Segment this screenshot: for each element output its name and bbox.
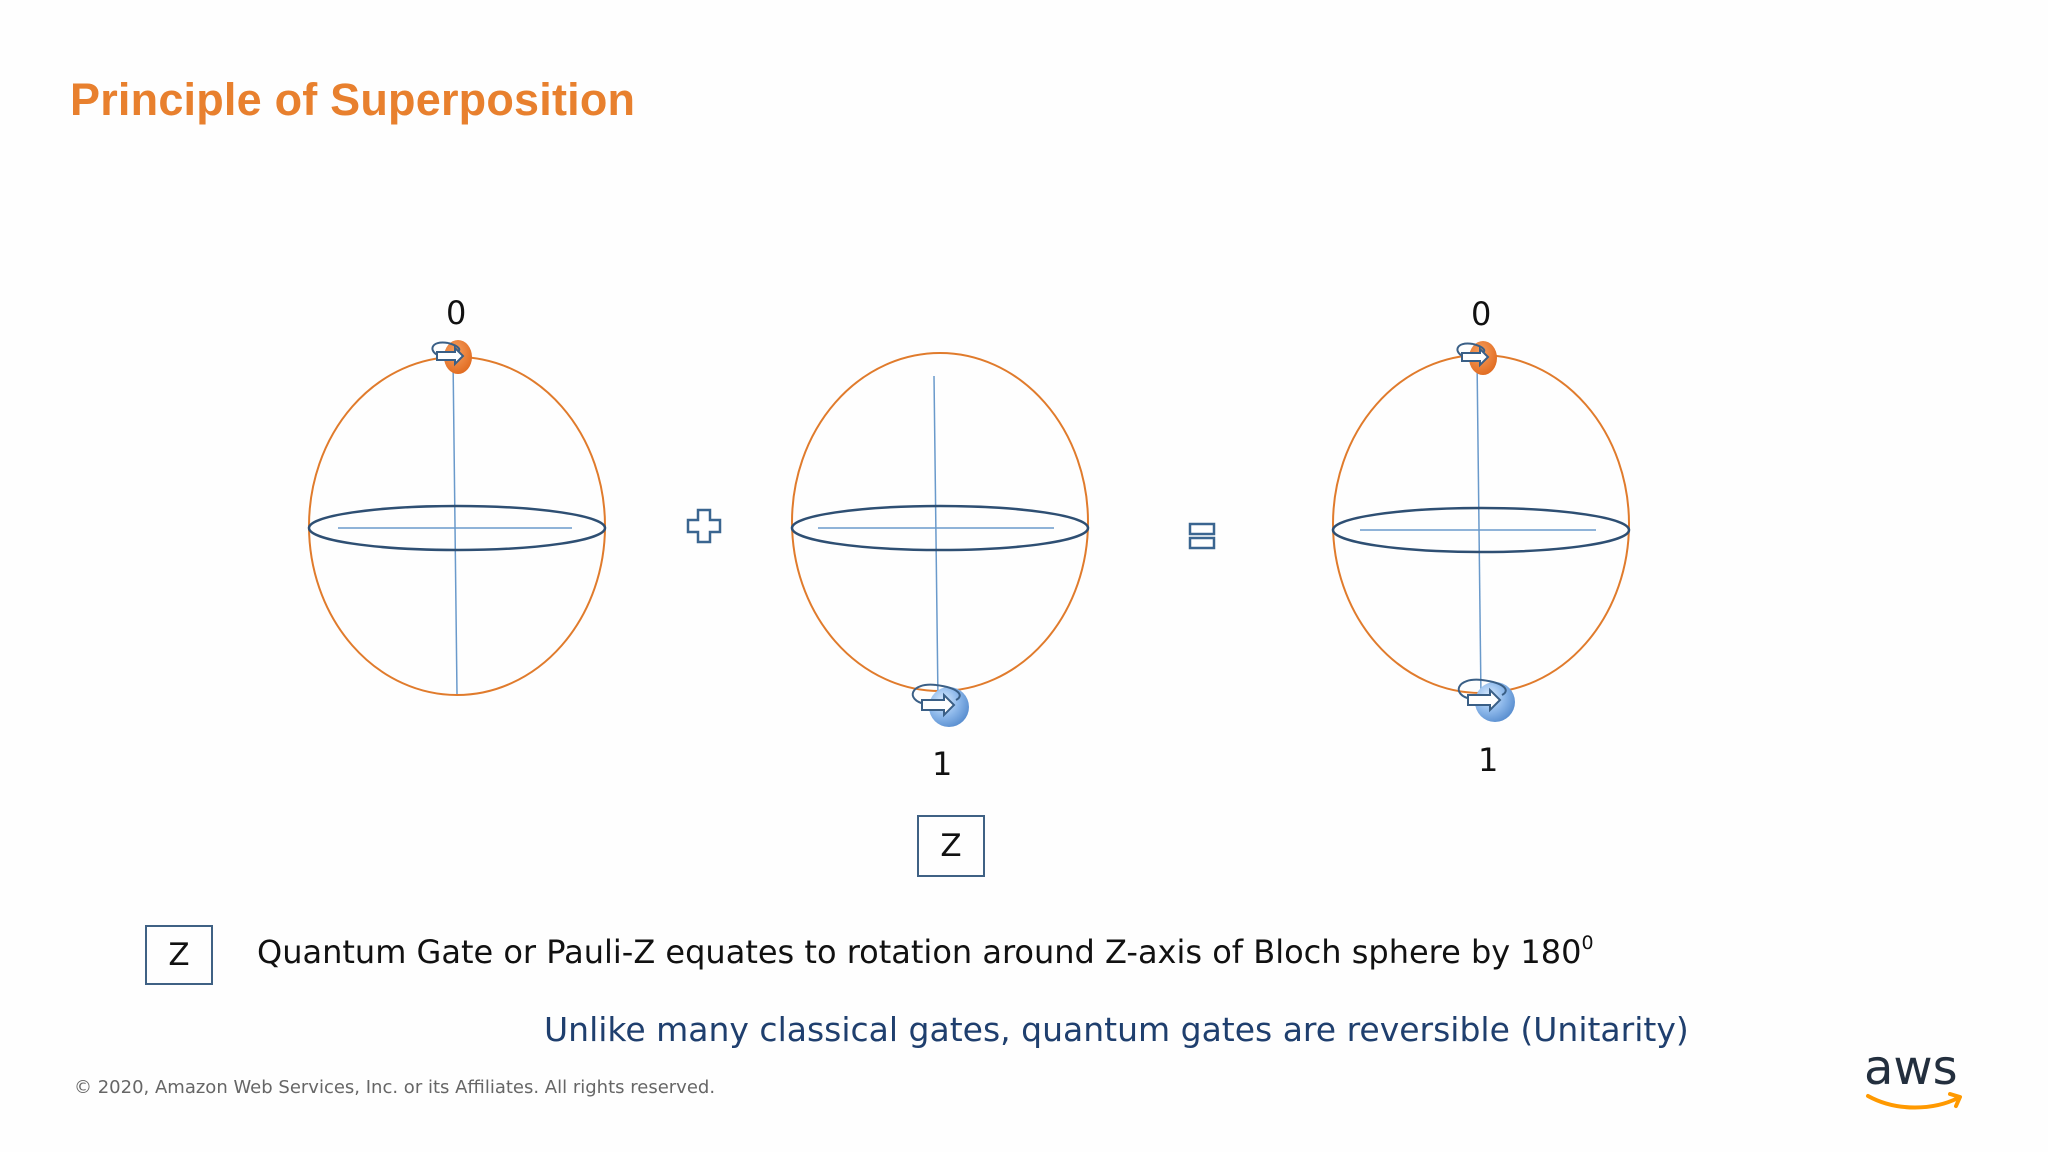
aws-smile-arrow-icon — [1948, 1092, 1962, 1108]
bloch-sphere-1: 0 — [307, 294, 607, 696]
rotation-arrow-icon — [1456, 342, 1490, 368]
bloch-sphere-2: 1 — [790, 352, 1090, 783]
z-gate-label: Z — [940, 828, 962, 864]
sphere-outline — [791, 352, 1089, 692]
slide-title: Principle of Superposition — [70, 74, 636, 125]
equals-operator: = — [1188, 522, 1216, 550]
bloch-sphere-3: 0 1 — [1331, 295, 1631, 779]
aws-logo-text: aws — [1864, 1044, 1958, 1096]
rotation-arrow-icon — [1457, 678, 1507, 713]
legend-z-gate-box: Z — [145, 925, 213, 985]
sphere-3-top-label: 0 — [1471, 295, 1491, 333]
plus-operator: + — [686, 508, 722, 544]
sphere-2-bottom-label: 1 — [932, 745, 952, 783]
z-gate-box: Z — [917, 815, 985, 877]
sphere-1-top-label: 0 — [446, 294, 466, 332]
legend-description: Quantum Gate or Pauli-Z equates to rotat… — [257, 932, 1594, 971]
equator — [307, 504, 607, 552]
z-axis — [452, 356, 458, 695]
rotation-arrow-icon — [911, 683, 961, 718]
rotation-arrow-icon — [431, 341, 465, 367]
legend-z-gate-label: Z — [168, 937, 190, 973]
aws-smile-icon — [1866, 1094, 1960, 1110]
aws-logo: aws — [1864, 1044, 1962, 1110]
legend-description-text: Quantum Gate or Pauli-Z equates to rotat… — [257, 933, 1582, 971]
reversibility-note: Unlike many classical gates, quantum gat… — [544, 1010, 1689, 1049]
sphere-3-bottom-label: 1 — [1478, 741, 1498, 779]
degree-superscript: 0 — [1581, 932, 1594, 954]
z-axis — [933, 375, 939, 701]
z-axis — [1476, 357, 1482, 699]
equator — [1331, 506, 1631, 554]
copyright-footer: © 2020, Amazon Web Services, Inc. or its… — [74, 1077, 716, 1098]
equator — [790, 504, 1090, 552]
